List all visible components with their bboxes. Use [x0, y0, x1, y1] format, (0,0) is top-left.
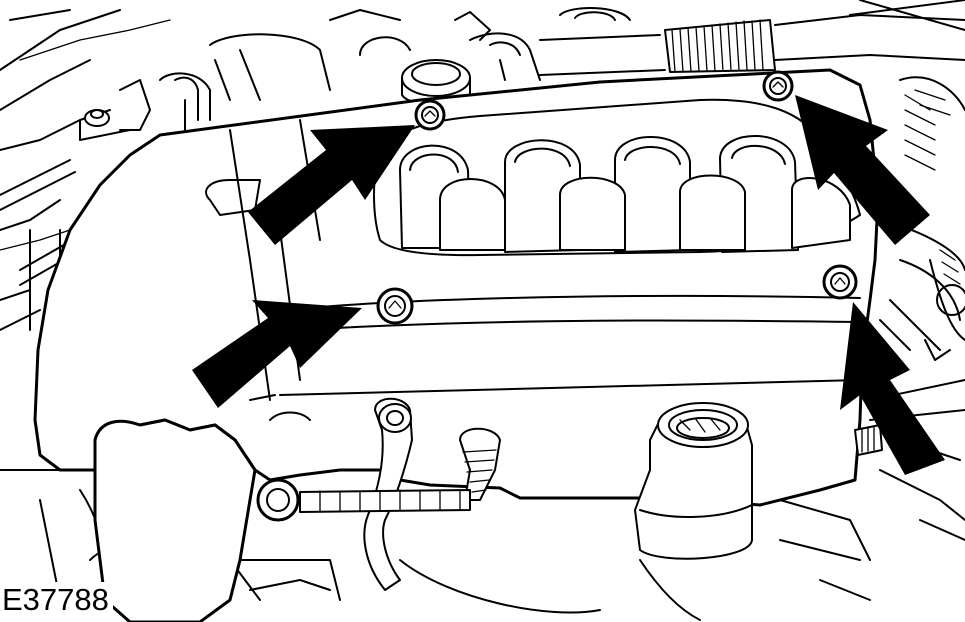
arrow-icon — [795, 95, 930, 245]
connector-plug — [256, 478, 300, 522]
callout-arrows — [192, 95, 945, 475]
bolt-icon — [762, 70, 794, 102]
bolt-icon — [414, 99, 446, 131]
engine-cover — [33, 68, 880, 507]
cover-retaining-bolts — [376, 70, 858, 325]
lower-hoses — [93, 397, 883, 622]
figure-reference-code: E37788 — [2, 582, 113, 618]
oil-filler-cap — [401, 59, 471, 97]
intake-corrugated-hose — [664, 19, 776, 73]
bolt-icon — [822, 264, 858, 300]
intake-trumpets — [399, 135, 851, 253]
bolt-icon — [376, 287, 414, 325]
arrow-icon — [192, 300, 362, 408]
arrow-icon — [248, 125, 415, 245]
arrow-icon — [840, 302, 945, 475]
sensor-grommet — [378, 403, 412, 433]
